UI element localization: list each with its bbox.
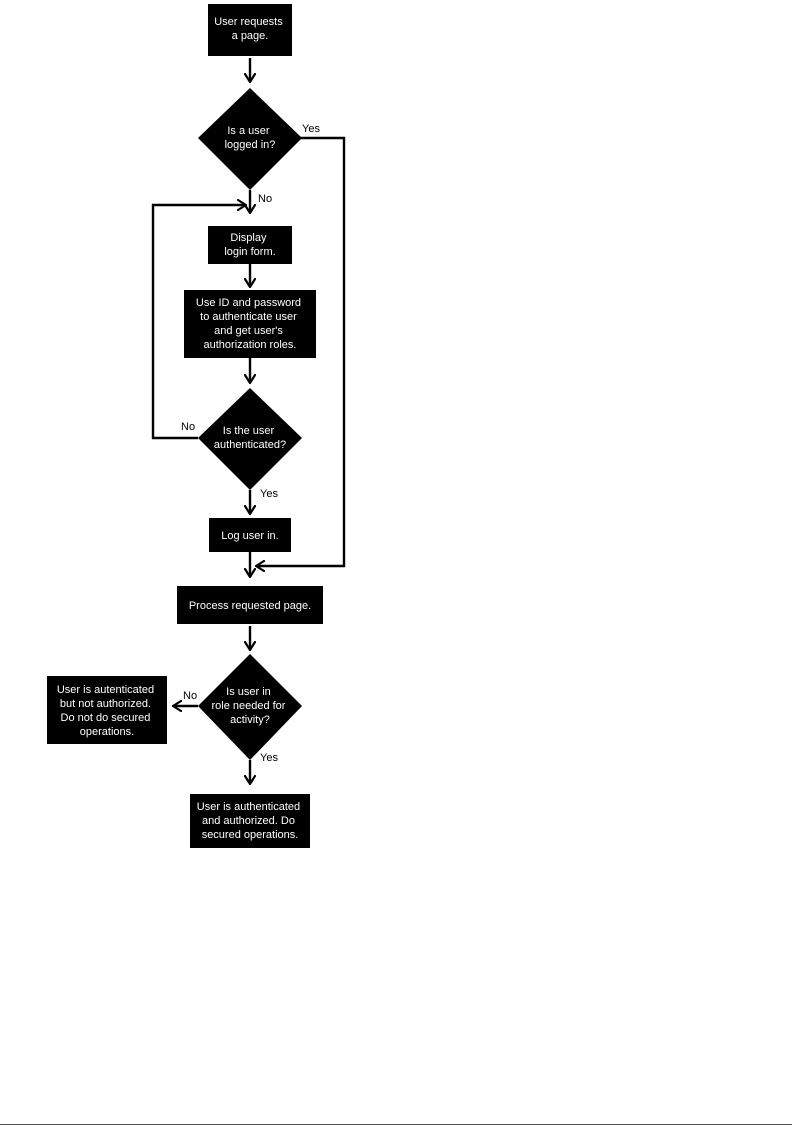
- svg-text:User is authenticated an: User is authenticated and authorized. Do…: [197, 801, 303, 841]
- start-line-1: User requests: [214, 16, 283, 28]
- page-bottom-rule: [0, 1124, 792, 1125]
- role-line-1: Is user in: [226, 686, 271, 698]
- label-role-no: No: [183, 690, 197, 702]
- start-line-2: a page.: [232, 30, 269, 42]
- arrow-auth-no-loop-back: [151, 205, 246, 440]
- svg-text:Is user in role needed f: Is user in role needed for activity?: [211, 686, 288, 726]
- svg-text:User requests a page.: User requests a page.: [214, 16, 286, 42]
- logged-in-line-1: Is a user: [227, 125, 270, 137]
- log-in-line-1: Log user in.: [221, 530, 278, 542]
- node-process-page: Process requested page.: [177, 586, 323, 624]
- node-authenticate: Use ID and password to authenticate user…: [184, 290, 316, 358]
- label-logged-in-no: No: [258, 193, 272, 205]
- svg-text:Display login form.: Display login form.: [224, 232, 275, 258]
- display-login-line-1: Display: [230, 232, 267, 244]
- node-not-authorized: User is autenticated but not authorized.…: [47, 676, 167, 744]
- authorized-box: [190, 794, 310, 848]
- svg-text:Is a user logged in?: Is a user logged in?: [225, 125, 276, 151]
- label-logged-in-yes: Yes: [302, 123, 320, 135]
- label-role-yes: Yes: [260, 752, 278, 764]
- authorized-line-2: and authorized. Do: [202, 815, 295, 827]
- authenticate-line-2: to authenticate user: [200, 311, 297, 323]
- not-authorized-line-4: operations.: [80, 726, 134, 738]
- node-display-login: Display login form.: [208, 226, 292, 264]
- svg-text:Use ID and password to a: Use ID and password to authenticate user…: [196, 297, 304, 351]
- authenticate-line-1: Use ID and password: [196, 297, 301, 309]
- authorized-line-3: secured operations.: [202, 829, 299, 841]
- authorized-line-1: User is authenticated: [197, 801, 300, 813]
- authenticate-box: [184, 290, 316, 358]
- start-box: [208, 4, 292, 56]
- decision-authenticated: Is the user authenticated?: [198, 388, 302, 490]
- authenticate-line-3: and get user's: [214, 325, 283, 337]
- process-page-line-1: Process requested page.: [189, 600, 311, 612]
- display-login-line-2: login form.: [224, 246, 275, 258]
- label-auth-no: No: [181, 421, 195, 433]
- svg-text:User is autenticated but: User is autenticated but not authorized.…: [57, 684, 157, 738]
- display-login-box: [208, 226, 292, 264]
- log-in-box: [209, 518, 291, 552]
- not-authorized-line-2: but not authorized.: [60, 698, 151, 710]
- authenticated-line-2: authenticated?: [214, 439, 286, 451]
- not-authorized-box: [47, 676, 167, 744]
- svg-text:Is the user authenticate: Is the user authenticated?: [214, 425, 286, 451]
- label-auth-yes: Yes: [260, 488, 278, 500]
- not-authorized-line-3: Do not do secured: [61, 712, 151, 724]
- authenticate-line-4: authorization roles.: [204, 339, 297, 351]
- not-authorized-line-1: User is autenticated: [57, 684, 154, 696]
- role-line-2: role needed for: [211, 700, 285, 712]
- node-start: User requests a page.: [208, 4, 292, 56]
- authenticated-line-1: Is the user: [223, 425, 275, 437]
- process-page-box: [177, 586, 323, 624]
- decision-logged-in: Is a user logged in?: [198, 88, 302, 190]
- svg-text:Process requested page.: Process requested page.: [189, 600, 311, 612]
- role-diamond: [198, 654, 302, 760]
- decision-role: Is user in role needed for activity?: [198, 654, 302, 760]
- arrow-logged-in-yes-to-process: [256, 136, 346, 566]
- logged-in-diamond: [198, 88, 302, 190]
- role-line-3: activity?: [230, 714, 270, 726]
- logged-in-line-2: logged in?: [225, 139, 276, 151]
- node-authorized: User is authenticated and authorized. Do…: [190, 794, 310, 848]
- node-log-in: Log user in.: [209, 518, 291, 552]
- authenticated-diamond: [198, 388, 302, 490]
- svg-text:Log user in.: Log user in.: [221, 530, 278, 542]
